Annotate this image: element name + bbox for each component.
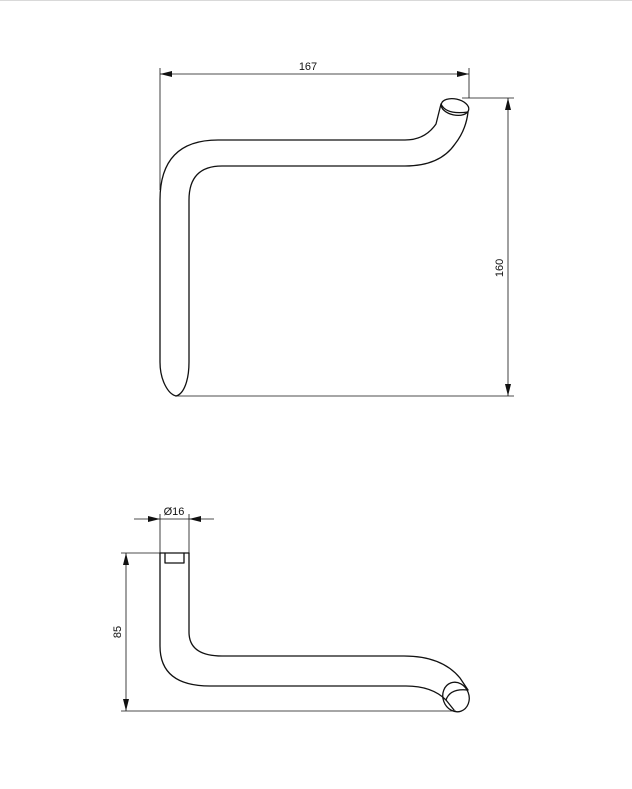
- side-diameter-label: Ø16: [164, 506, 185, 518]
- side-height-arrow-top: [123, 553, 129, 565]
- top-view: 167 160: [159, 61, 514, 397]
- side-height-label: 85: [112, 626, 124, 638]
- top-view-end-cap: [440, 98, 470, 116]
- top-view-inner-profile: [175, 111, 469, 397]
- top-height-arrow-bottom: [505, 384, 511, 396]
- top-view-outer-profile: [159, 103, 442, 397]
- side-height-arrow-bottom: [123, 699, 129, 711]
- top-view-end-cap-rim: [440, 103, 469, 114]
- top-width-arrow-right: [457, 71, 469, 77]
- top-height-label: 160: [494, 259, 506, 277]
- side-diameter-arrow-left: [148, 516, 160, 522]
- page-top-rule: [0, 0, 632, 1]
- side-view-end-cap-rim: [445, 689, 469, 701]
- side-view-post-socket: [164, 552, 185, 564]
- side-view: Ø16 85: [112, 506, 470, 713]
- top-width-arrow-left: [160, 71, 172, 77]
- side-view-end-cap: [442, 681, 470, 713]
- top-width-label: 167: [299, 61, 317, 73]
- top-height-arrow-top: [505, 98, 511, 110]
- side-view-inner-profile: [188, 552, 469, 691]
- side-view-outer-profile: [159, 552, 455, 711]
- side-diameter-arrow-right: [189, 516, 201, 522]
